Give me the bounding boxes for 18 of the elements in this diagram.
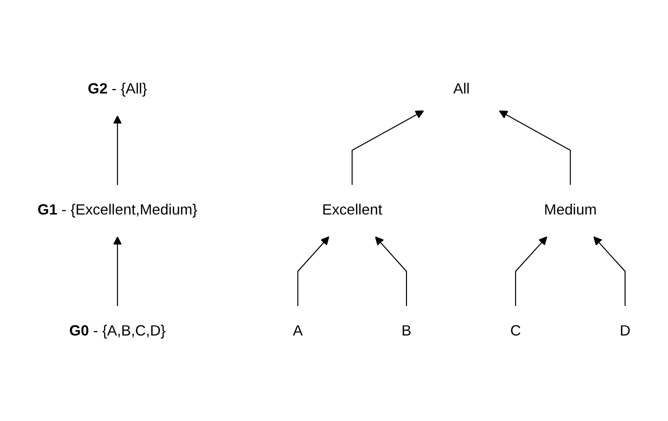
node-text: G2 - {All} bbox=[88, 80, 148, 98]
arrow bbox=[113, 236, 122, 306]
node-text: D bbox=[620, 322, 630, 340]
arrow bbox=[375, 236, 407, 306]
arrow bbox=[498, 110, 571, 186]
arrow bbox=[593, 236, 626, 306]
node-text: Excellent bbox=[322, 201, 382, 218]
arrow bbox=[352, 110, 424, 186]
arrow bbox=[515, 236, 548, 306]
node-text: All bbox=[453, 80, 470, 98]
node-text: Medium bbox=[544, 201, 597, 218]
node-text: B bbox=[402, 322, 412, 340]
arrow bbox=[113, 115, 122, 186]
arrow bbox=[297, 236, 330, 306]
node-text: A bbox=[292, 322, 303, 340]
node-text: G0 - {A,B,C,D} bbox=[69, 322, 166, 340]
node-text: G1 - {Excellent,Medium} bbox=[38, 201, 198, 218]
node-text: C bbox=[510, 322, 521, 340]
